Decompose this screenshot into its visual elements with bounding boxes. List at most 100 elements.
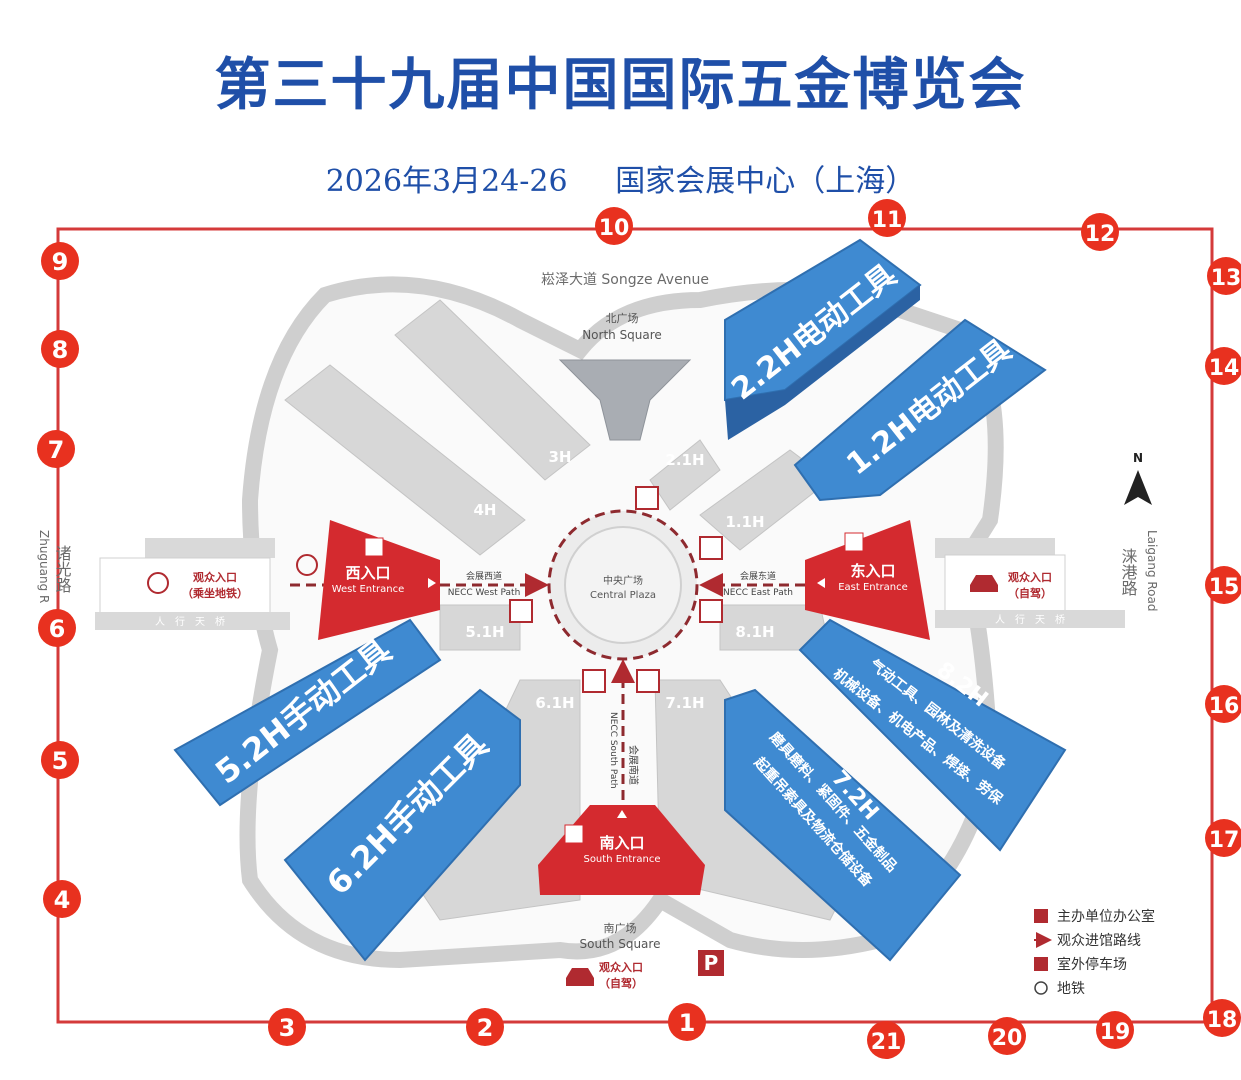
gate-marker[interactable]: 17 — [1205, 819, 1241, 857]
svg-text:15: 15 — [1209, 575, 1240, 600]
svg-text:6: 6 — [49, 615, 66, 643]
gate-marker[interactable]: 13 — [1207, 257, 1241, 295]
gate-marker[interactable]: 1 — [668, 1003, 706, 1041]
road-west-cn: 诸光路 — [53, 545, 72, 593]
south-entrance-label-en: South Entrance — [583, 854, 660, 865]
east-entrance-label-en: East Entrance — [838, 582, 908, 593]
south-entrance[interactable]: 南入口 South Entrance — [538, 805, 705, 895]
hall-3h[interactable] — [394, 299, 591, 481]
metro-icon — [147, 572, 169, 594]
south-square-label-cn: 南广场 — [604, 921, 637, 935]
svg-text:16: 16 — [1209, 694, 1240, 719]
gate-marker[interactable]: 20 — [988, 1017, 1026, 1055]
gate-marker[interactable]: 21 — [867, 1021, 905, 1059]
east-path-label-en: NECC East Path — [723, 588, 793, 598]
gate-marker[interactable]: 16 — [1205, 685, 1241, 723]
arrow-up-icon — [617, 810, 627, 818]
svg-text:P: P — [704, 951, 719, 975]
gate-marker[interactable]: 10 — [595, 207, 633, 245]
svg-text:8: 8 — [52, 336, 69, 364]
svg-text:14: 14 — [1209, 356, 1240, 381]
parking-icon — [1034, 957, 1048, 971]
office-icon — [844, 532, 864, 552]
east-entrance[interactable]: 东入口 East Entrance — [805, 520, 930, 640]
svg-text:1: 1 — [679, 1009, 696, 1037]
hall-4h[interactable] — [284, 364, 526, 556]
east-visitor-entrance[interactable]: 观众入口 （自驾） — [935, 538, 1066, 616]
north-square-label-en: North Square — [582, 328, 662, 342]
gate-marker[interactable]: 8 — [41, 330, 79, 368]
hall-label-1-1h: 1.1H — [725, 513, 764, 531]
gate-marker[interactable]: 7 — [37, 430, 75, 468]
hall-label-5-1h: 5.1H — [465, 623, 504, 641]
svg-text:4: 4 — [54, 886, 71, 914]
svg-text:11: 11 — [872, 208, 903, 233]
road-west-en: Zhuguang R — [37, 530, 51, 603]
south-path-label-en: NECC South Path — [608, 712, 618, 789]
central-plaza-label-cn: 中央广场 — [603, 574, 643, 587]
gate-marker[interactable]: 5 — [41, 741, 79, 779]
svg-text:18: 18 — [1207, 1008, 1238, 1033]
gate-marker[interactable]: 15 — [1205, 566, 1241, 604]
page-title: 第三十九届中国国际五金博览会 — [214, 52, 1027, 118]
west-entrance-label-cn: 西入口 — [345, 564, 390, 582]
gate-marker[interactable]: 3 — [268, 1008, 306, 1046]
gate-marker[interactable]: 4 — [43, 880, 81, 918]
central-plaza-label-en: Central Plaza — [590, 590, 656, 601]
gate-marker[interactable]: 14 — [1205, 347, 1241, 385]
gate-marker[interactable]: 2 — [466, 1008, 504, 1046]
gate-marker[interactable]: 19 — [1096, 1011, 1134, 1049]
hall-2-1h[interactable] — [649, 439, 721, 511]
road-north: 崧泽大道 Songze Avenue — [541, 272, 709, 288]
arrow-left-icon — [817, 578, 825, 588]
svg-text:N: N — [1133, 451, 1143, 465]
west-footbridge — [95, 612, 290, 630]
event-subtitle: 2026年3月24-26 国家会展中心（上海） — [325, 164, 916, 199]
car-icon — [566, 968, 594, 986]
svg-text:5: 5 — [52, 747, 69, 775]
svg-text:20: 20 — [992, 1026, 1023, 1051]
hall-5-1h[interactable] — [439, 604, 521, 651]
west-visitor-sub: （乘坐地铁） — [182, 586, 248, 600]
hall-label-2-1h: 2.1H — [665, 451, 704, 469]
road-east-cn: 涞港路 — [1119, 548, 1138, 596]
svg-text:12: 12 — [1085, 222, 1116, 247]
east-entrance-label-cn: 东入口 — [850, 562, 895, 580]
west-visitor-label: 观众入口 — [193, 570, 237, 584]
east-footbridge — [935, 610, 1125, 628]
gate-marker[interactable]: 11 — [868, 199, 906, 237]
legend-label-metro: 地铁 — [1057, 981, 1085, 997]
gate-marker[interactable]: 18 — [1203, 999, 1241, 1037]
parking-sign[interactable]: P — [698, 950, 724, 976]
escalator-icons — [509, 486, 723, 693]
east-visitor-label: 观众入口 — [1008, 570, 1052, 584]
north-square-structure — [558, 359, 692, 441]
hall-label-3h: 3H — [549, 448, 572, 466]
hall-label-8-1h: 8.1H — [735, 623, 774, 641]
west-entrance[interactable]: 西入口 West Entrance — [318, 520, 440, 640]
gate-markers: 1 2 3 4 5 6 7 8 9 10 11 12 13 14 15 16 1… — [37, 199, 1241, 1059]
south-entrance-label-cn: 南入口 — [599, 834, 644, 852]
south-path-label-cn: 会展南道 — [627, 745, 640, 785]
office-icon — [564, 824, 584, 844]
legend-label-parking: 室外停车场 — [1057, 956, 1127, 973]
north-square-label-cn: 北广场 — [606, 311, 639, 325]
west-visitor-entrance[interactable]: 观众入口 （乘坐地铁） — [99, 538, 318, 619]
east-path-label-cn: 会展东道 — [740, 570, 776, 582]
svg-text:17: 17 — [1209, 828, 1240, 853]
car-icon — [970, 575, 998, 592]
west-path-label-en: NECC West Path — [448, 588, 521, 598]
north-arrow-icon: N — [1124, 451, 1152, 505]
gate-marker[interactable]: 6 — [38, 609, 76, 647]
arrow-right-icon — [428, 578, 436, 588]
gate-marker[interactable]: 9 — [41, 242, 79, 280]
metro-icon — [1034, 981, 1048, 995]
svg-text:2: 2 — [477, 1014, 494, 1042]
south-visitor-entrance[interactable]: 观众入口 （自驾） — [566, 960, 643, 990]
legend: 主办单位办公室 观众进馆路线 室外停车场 地铁 — [1034, 908, 1155, 997]
metro-icon — [296, 554, 318, 576]
gate-marker[interactable]: 12 — [1081, 213, 1119, 251]
south-visitor-sub: （自驾） — [599, 976, 643, 990]
east-visitor-sub: （自驾） — [1008, 586, 1052, 600]
